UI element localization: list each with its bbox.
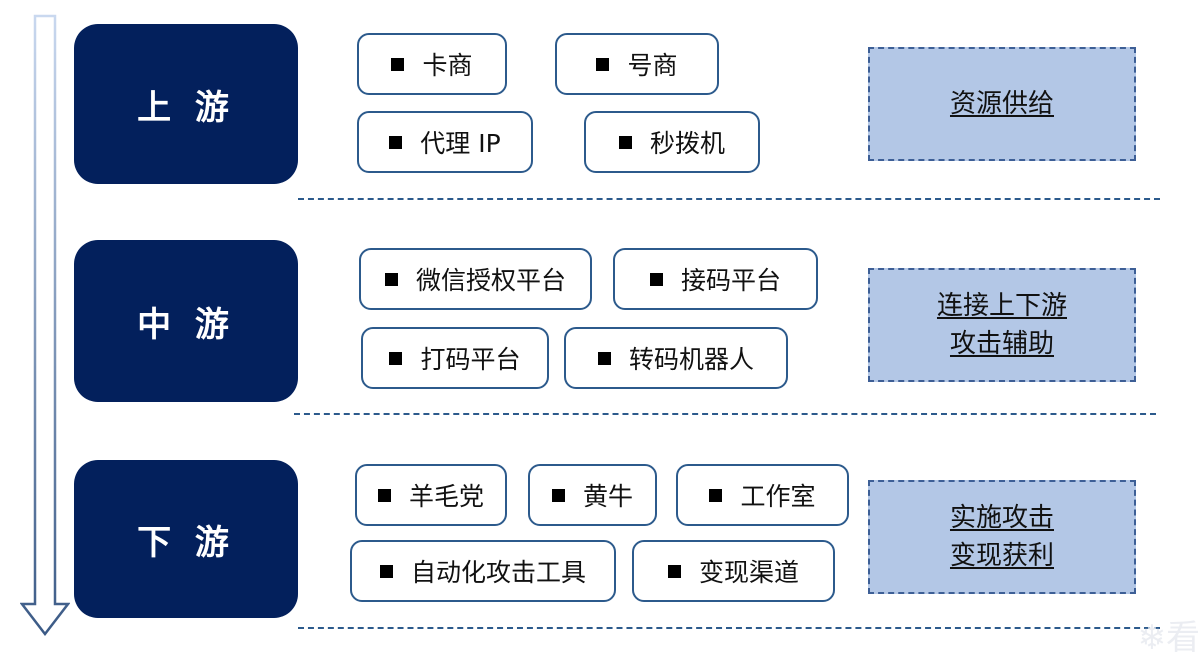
bullet-icon: [389, 351, 403, 365]
bullet-icon: [649, 272, 663, 286]
snowflake-icon: ❄: [1137, 618, 1167, 658]
downstream-item-auto-attack-tools: 自动化攻击工具: [350, 540, 616, 602]
tier-midstream-label: 中 游: [74, 240, 298, 402]
midstream-item-sms-platform: 接码平台: [613, 248, 818, 310]
downstream-item-coupon-hunters: 羊毛党: [355, 464, 507, 526]
divider-2: [294, 413, 1156, 415]
bullet-icon: [389, 135, 403, 149]
bullet-icon: [384, 272, 398, 286]
bullet-icon: [596, 57, 610, 71]
watermark: ❄看: [1137, 618, 1200, 658]
upstream-summary: 资源供给: [868, 47, 1136, 161]
bullet-icon: [709, 488, 723, 502]
upstream-item-card-dealer: 卡商: [357, 33, 507, 95]
bullet-icon: [667, 564, 681, 578]
flow-down-arrow: [20, 14, 70, 637]
midstream-summary: 连接上下游攻击辅助: [868, 268, 1136, 382]
upstream-item-proxy-ip: 代理 IP: [357, 111, 533, 173]
bullet-icon: [551, 488, 565, 502]
divider-3: [298, 627, 1160, 629]
divider-1: [298, 198, 1160, 200]
tier-downstream-label: 下 游: [74, 460, 298, 618]
downstream-item-cashout-channels: 变现渠道: [632, 540, 835, 602]
downstream-item-scalpers: 黄牛: [528, 464, 657, 526]
bullet-icon: [377, 488, 391, 502]
bullet-icon: [379, 564, 393, 578]
downstream-summary: 实施攻击变现获利: [868, 480, 1136, 594]
upstream-item-account-dealer: 号商: [555, 33, 719, 95]
bullet-icon: [618, 135, 632, 149]
midstream-item-captcha-platform: 打码平台: [361, 327, 549, 389]
upstream-item-dial-machine: 秒拨机: [584, 111, 760, 173]
tier-upstream-label: 上 游: [74, 24, 298, 184]
bullet-icon: [597, 351, 611, 365]
midstream-item-transcode-bot: 转码机器人: [564, 327, 788, 389]
downstream-item-studio: 工作室: [676, 464, 849, 526]
bullet-icon: [391, 57, 405, 71]
midstream-item-wechat-auth: 微信授权平台: [359, 248, 592, 310]
